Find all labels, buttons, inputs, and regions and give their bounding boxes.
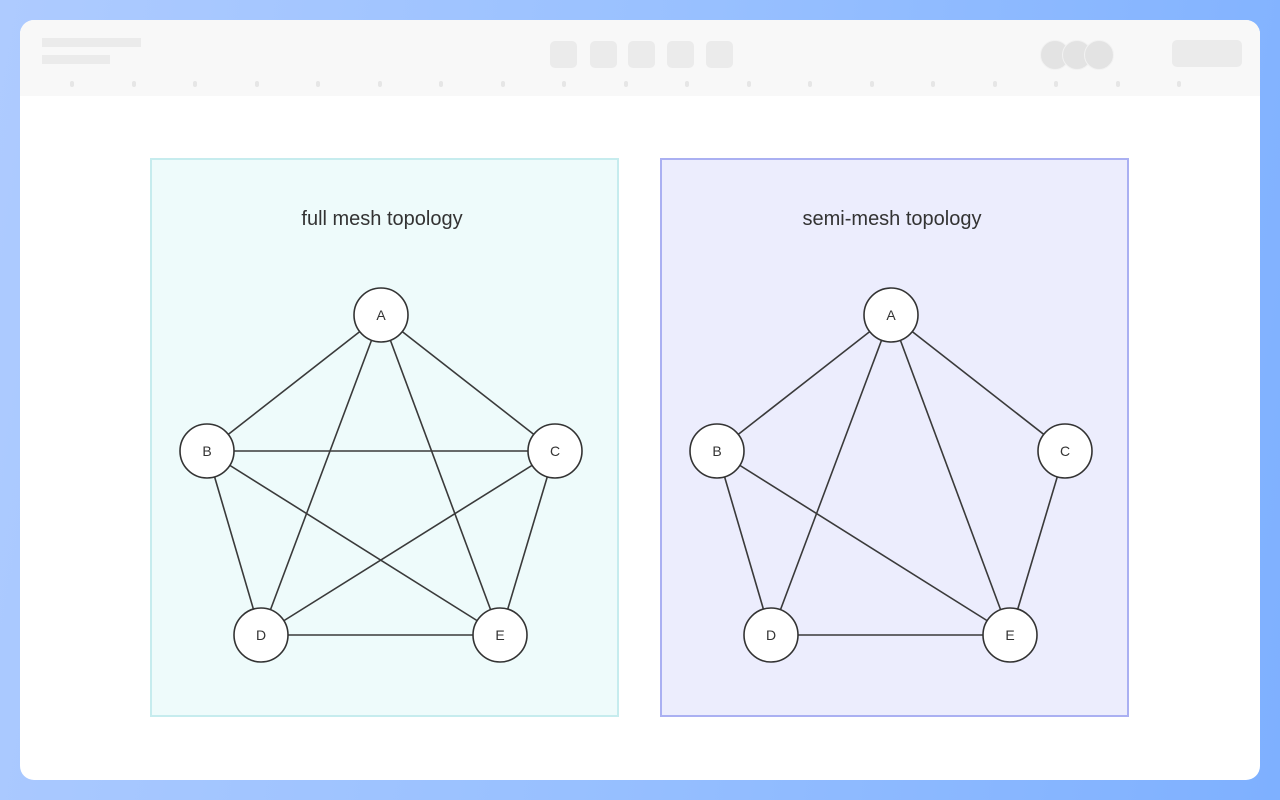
ruler-tick xyxy=(500,81,505,87)
edge-C-D xyxy=(260,450,556,636)
toolbar-button[interactable] xyxy=(550,41,577,68)
edge-A-D xyxy=(260,314,382,636)
edge-A-C xyxy=(890,314,1066,452)
toolbar-placeholder xyxy=(20,20,1260,96)
node-E xyxy=(982,607,1038,663)
edge-C-E xyxy=(1009,450,1066,636)
node-label: D xyxy=(766,627,776,643)
node-label: D xyxy=(256,627,266,643)
ruler-tick xyxy=(869,81,874,87)
node-B xyxy=(689,423,745,479)
semi-mesh-title: semi-mesh topology xyxy=(802,208,982,230)
title-placeholder xyxy=(42,38,141,47)
node-A xyxy=(863,287,919,343)
ruler-tick xyxy=(992,81,997,87)
toolbar-button[interactable] xyxy=(667,41,694,68)
ruler-tick xyxy=(439,81,443,87)
edge-A-D xyxy=(770,314,892,636)
edge-A-C xyxy=(380,314,556,452)
edge-A-B xyxy=(716,314,892,452)
node-label: B xyxy=(202,443,211,459)
ruler-tick xyxy=(685,81,689,87)
node-label: C xyxy=(550,443,560,459)
toolbar-button[interactable] xyxy=(590,41,617,68)
node-A xyxy=(353,287,409,343)
subtitle-placeholder xyxy=(42,55,110,64)
ruler-tick xyxy=(623,81,628,87)
ruler-tick xyxy=(1177,81,1181,87)
edge-B-D xyxy=(716,450,772,636)
edge-B-D xyxy=(206,450,262,636)
edge-A-B xyxy=(206,314,382,452)
ruler-tick xyxy=(254,81,259,87)
avatar xyxy=(1084,40,1114,70)
edge-A-E xyxy=(380,314,501,636)
node-D xyxy=(743,607,799,663)
ruler-tick xyxy=(131,81,136,87)
edge-B-E xyxy=(716,450,1011,636)
ruler-tick xyxy=(808,81,812,87)
ruler-tick xyxy=(193,81,197,87)
toolbar-button[interactable] xyxy=(706,41,733,68)
node-C xyxy=(1037,423,1093,479)
node-D xyxy=(233,607,289,663)
node-C xyxy=(527,423,583,479)
node-label: E xyxy=(495,627,504,643)
edge-C-E xyxy=(499,450,556,636)
node-label: E xyxy=(1005,627,1014,643)
ruler-tick xyxy=(1115,81,1120,87)
ruler-tick xyxy=(70,81,74,87)
ruler-tick xyxy=(377,81,382,87)
ruler-tick xyxy=(316,81,320,87)
node-label: C xyxy=(1060,443,1070,459)
full-mesh-title: full mesh topology xyxy=(301,208,463,230)
edge-B-E xyxy=(206,450,501,636)
node-label: B xyxy=(712,443,721,459)
ruler-tick xyxy=(1054,81,1058,87)
ruler-tick xyxy=(562,81,566,87)
node-label: A xyxy=(886,307,896,323)
share-button[interactable] xyxy=(1172,40,1242,67)
edge-A-E xyxy=(890,314,1011,636)
node-E xyxy=(472,607,528,663)
ruler-tick xyxy=(931,81,935,87)
node-label: A xyxy=(376,307,386,323)
node-B xyxy=(179,423,235,479)
ruler-tick xyxy=(746,81,751,87)
toolbar-button[interactable] xyxy=(628,41,655,68)
